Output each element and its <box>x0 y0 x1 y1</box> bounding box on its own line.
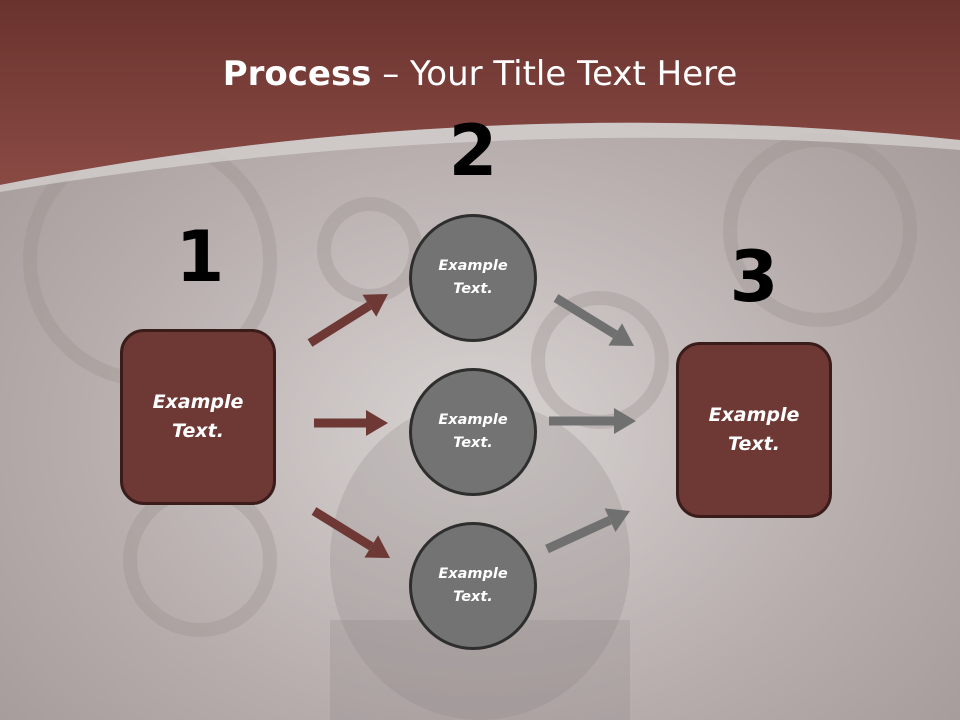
arrow-step1-to-middle <box>314 410 388 436</box>
arrow-step1-to-top-shaft <box>307 301 372 347</box>
circle-top-label-line1: Example <box>438 258 508 274</box>
arrow-bottom-to-step3 <box>545 508 630 554</box>
circle-middle-label-line2: Text. <box>453 435 493 451</box>
arrow-step1-to-bottom <box>311 507 390 558</box>
step-1-label-line2: Text. <box>172 420 224 442</box>
step-2-circle-bottom: Example Text. <box>409 522 537 650</box>
circle-bottom-label-line1: Example <box>438 566 508 582</box>
arrow-top-to-step3-head <box>608 323 634 346</box>
arrow-middle-to-step3 <box>549 408 636 434</box>
step-3-label-line2: Text. <box>728 433 780 455</box>
arrow-middle-to-step3-head <box>614 408 636 434</box>
circle-top-label-line2: Text. <box>453 281 493 297</box>
step-number-1: 1 <box>175 216 225 298</box>
arrow-bottom-to-step3-shaft <box>545 516 612 554</box>
step-number-2: 2 <box>448 110 498 192</box>
slide-title: Process – Your Title Text Here <box>0 52 960 96</box>
arrow-step1-to-top-head <box>362 294 388 317</box>
arrow-top-to-step3 <box>553 294 634 346</box>
step-1-box: Example Text. <box>120 329 276 505</box>
step-2-circle-middle: Example Text. <box>409 368 537 496</box>
step-3-label-line1: Example <box>708 404 800 426</box>
circle-bottom-label-line2: Text. <box>453 589 493 605</box>
header-highlight <box>0 122 960 192</box>
header-band <box>0 0 960 185</box>
arrow-step1-to-middle-head <box>366 410 388 436</box>
arrow-step1-to-top <box>307 294 388 347</box>
arrow-top-to-step3-shaft <box>553 294 618 339</box>
step-2-circle-top: Example Text. <box>409 214 537 342</box>
step-number-3: 3 <box>729 236 779 318</box>
arrow-bottom-to-step3-head <box>604 508 630 532</box>
circle-middle-label-line1: Example <box>438 412 508 428</box>
arrow-step1-to-bottom-shaft <box>311 507 374 551</box>
title-bold: Process <box>222 54 372 94</box>
arrow-step1-to-bottom-head <box>364 535 390 558</box>
title-rest: – Your Title Text Here <box>371 54 738 94</box>
step-3-box: Example Text. <box>676 342 832 518</box>
step-1-label-line1: Example <box>152 391 244 413</box>
